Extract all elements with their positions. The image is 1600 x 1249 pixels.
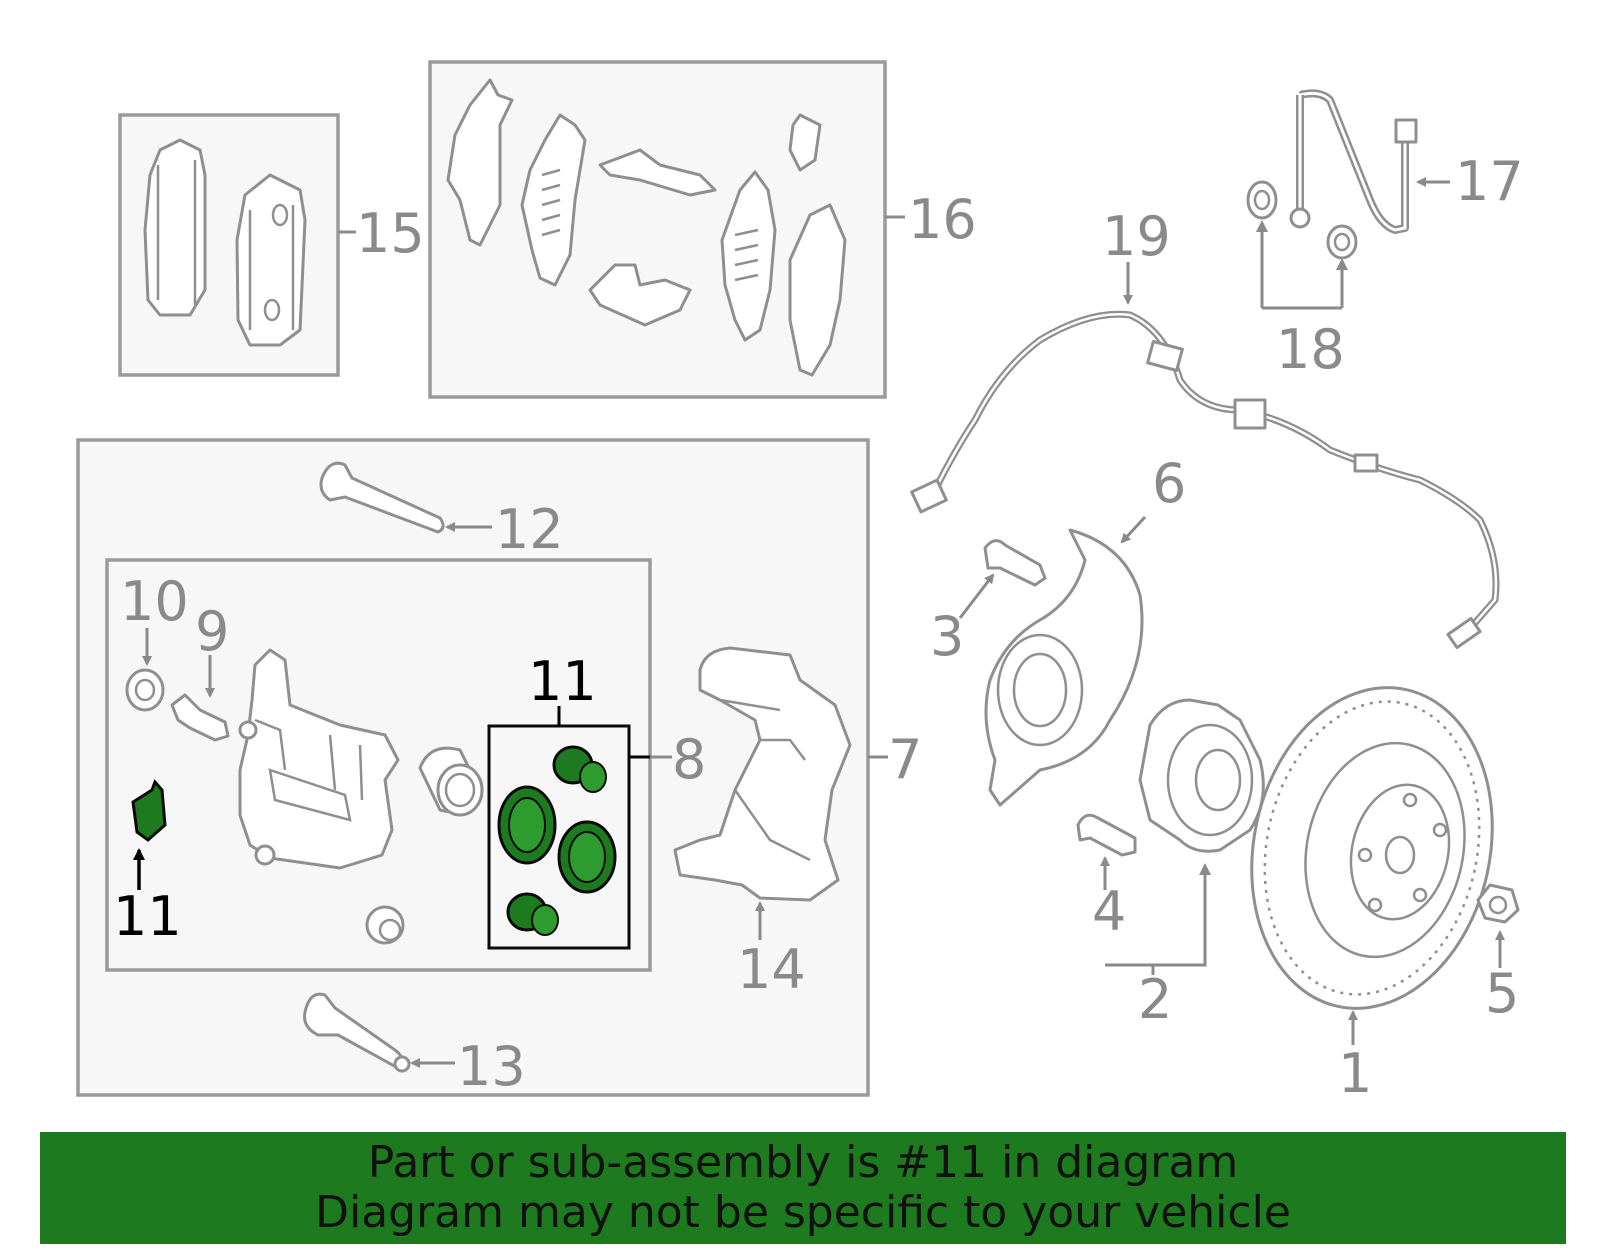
callout-7: 7 — [888, 728, 922, 791]
wheel-stud[interactable] — [1076, 813, 1137, 857]
splash-shield-bolt[interactable] — [983, 539, 1047, 587]
anti-rattle-clip-11[interactable] — [131, 779, 167, 842]
guide-pin-lower[interactable] — [303, 992, 411, 1073]
brake-pad-set-box[interactable] — [118, 113, 340, 377]
callout-8: 8 — [672, 728, 706, 791]
callout-1: 1 — [1338, 1042, 1372, 1105]
bleeder-screw[interactable] — [170, 693, 230, 742]
callout-12: 12 — [495, 498, 564, 561]
callout-9: 9 — [195, 600, 229, 663]
brake-rotor[interactable] — [1223, 665, 1521, 1031]
info-banner: Part or sub-assembly is #11 in diagram D… — [40, 1132, 1566, 1244]
callout-17: 17 — [1455, 150, 1524, 213]
wheel-hub-bearing[interactable] — [1138, 698, 1265, 853]
callout-15: 15 — [356, 202, 425, 265]
wheel-speed-sensor[interactable] — [910, 310, 1500, 650]
caliper-piston[interactable] — [418, 746, 484, 817]
callout-18: 18 — [1276, 318, 1345, 381]
callout-11-kit: 11 — [528, 650, 597, 713]
piston-seal-right[interactable] — [557, 820, 617, 894]
dust-boot-lower[interactable] — [506, 892, 559, 936]
callout-13: 13 — [457, 1035, 526, 1098]
callout-5: 5 — [1485, 962, 1519, 1025]
callout-3: 3 — [930, 605, 964, 668]
guide-pin-upper[interactable] — [319, 461, 445, 534]
bleeder-cap[interactable] — [125, 668, 165, 712]
brake-hose[interactable] — [1289, 89, 1418, 234]
caliper-housing[interactable] — [238, 648, 400, 870]
piston-seal-left[interactable] — [497, 785, 557, 865]
banner-line-2: Diagram may not be specific to your vehi… — [315, 1187, 1291, 1238]
callout-19: 19 — [1102, 205, 1171, 268]
callout-16: 16 — [908, 188, 977, 251]
callout-2: 2 — [1138, 968, 1172, 1031]
callout-6: 6 — [1152, 452, 1186, 515]
caliper-bracket[interactable] — [673, 646, 852, 902]
splash-shield[interactable] — [984, 528, 1144, 807]
hose-washer-set[interactable] — [1246, 180, 1358, 260]
hub-nut[interactable] — [1476, 883, 1520, 924]
banner-line-1: Part or sub-assembly is #11 in diagram — [367, 1137, 1239, 1188]
pad-hardware-kit-box[interactable] — [428, 60, 887, 399]
callout-10: 10 — [120, 570, 189, 633]
callout-14: 14 — [737, 938, 806, 1001]
guide-bushing[interactable] — [365, 905, 405, 945]
dust-boot-upper[interactable] — [552, 745, 607, 793]
callout-11-clip: 11 — [113, 885, 182, 948]
callout-4: 4 — [1092, 880, 1126, 943]
